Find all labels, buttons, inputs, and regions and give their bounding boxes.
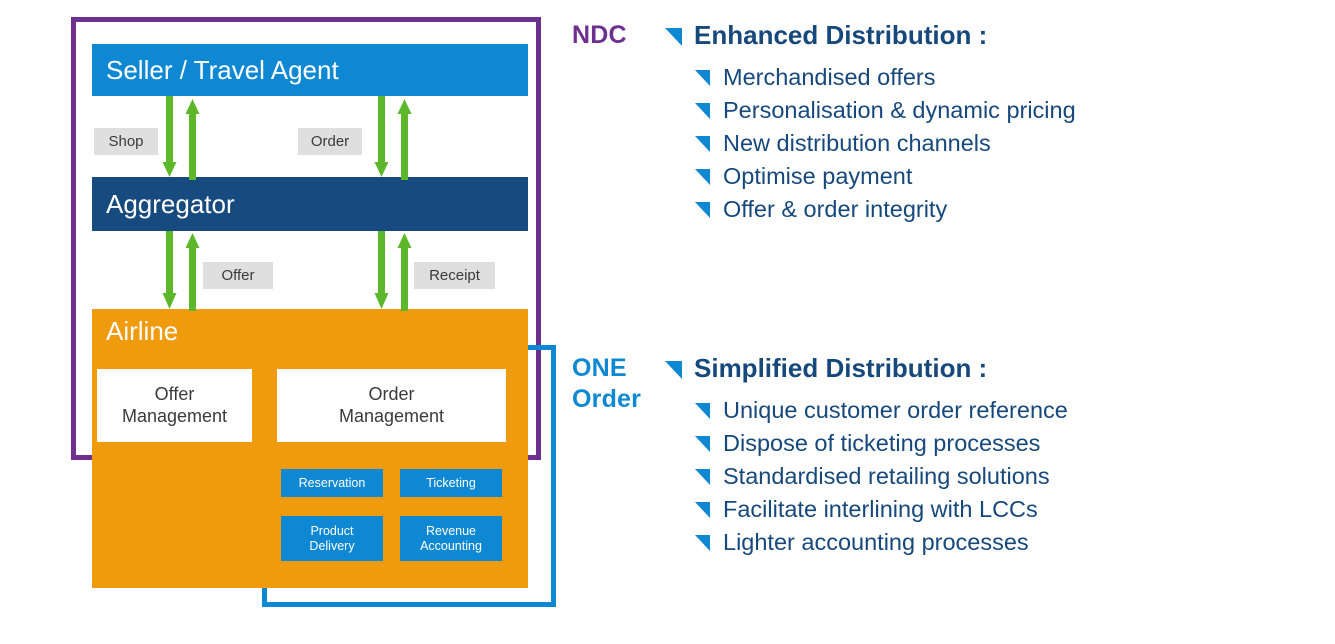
list-item: Offer & order integrity bbox=[695, 194, 1076, 224]
section-one-order-tag-line1: ONE bbox=[572, 354, 627, 382]
capability-product-delivery-line2: Delivery bbox=[309, 538, 355, 553]
bullet-label: Facilitate interlining with LCCs bbox=[723, 496, 1038, 523]
list-item: Lighter accounting processes bbox=[695, 527, 1068, 557]
triangle-arrow-icon bbox=[695, 403, 710, 419]
section-ndc-heading: Enhanced Distribution : bbox=[694, 20, 988, 50]
section-one-order-tag: ONE Order bbox=[572, 353, 641, 414]
bullet-label: New distribution channels bbox=[723, 130, 991, 157]
capability-revenue-accounting-line1: Revenue bbox=[425, 524, 477, 539]
section-ndc-heading-row: Enhanced Distribution : bbox=[665, 20, 987, 51]
arrow-pair-shop bbox=[162, 96, 200, 180]
triangle-arrow-icon bbox=[695, 202, 710, 219]
list-item: New distribution channels bbox=[695, 128, 1076, 158]
process-label-receipt: Receipt bbox=[414, 262, 495, 289]
triangle-arrow-icon bbox=[695, 502, 710, 519]
triangle-arrow-icon bbox=[695, 136, 710, 153]
section-ndc-tag: NDC bbox=[572, 20, 627, 51]
arrow-pair-receipt bbox=[374, 231, 412, 311]
triangle-arrow-icon bbox=[695, 103, 710, 120]
node-aggregator[interactable]: Aggregator bbox=[92, 177, 528, 231]
benefits-panel: NDC Enhanced Distribution : Merchandised… bbox=[565, 0, 1335, 644]
section-one-order-tag-line2: Order bbox=[572, 384, 642, 413]
section-one-order-heading: Simplified Distribution : bbox=[694, 353, 988, 383]
list-item: Standardised retailing solutions bbox=[695, 461, 1068, 491]
capability-revenue-accounting-line2: Accounting bbox=[420, 538, 482, 553]
bullet-label: Merchandised offers bbox=[723, 64, 936, 90]
capability-product-delivery-line1: Product bbox=[310, 524, 354, 539]
bullet-label: Dispose of ticketing processes bbox=[723, 430, 1041, 457]
order-management-box[interactable]: Order Management bbox=[277, 369, 506, 442]
arrow-pair-order bbox=[374, 96, 412, 180]
offer-management-line1: Offer bbox=[154, 383, 195, 404]
triangle-arrow-icon bbox=[695, 535, 710, 552]
section-one-order-heading-row: Simplified Distribution : bbox=[665, 353, 987, 384]
bullet-label: Optimise payment bbox=[723, 163, 913, 190]
section-ndc-tag-line1: NDC bbox=[572, 21, 627, 49]
triangle-arrow-icon bbox=[695, 70, 710, 86]
order-management-line1: Order bbox=[368, 383, 415, 404]
distribution-flow-diagram: Seller / Travel Agent Aggregator Airline… bbox=[0, 0, 580, 644]
list-item: Merchandised offers bbox=[695, 62, 1076, 92]
capability-product-delivery[interactable]: Product Delivery bbox=[281, 516, 383, 561]
triangle-arrow-icon bbox=[695, 436, 710, 453]
process-label-shop: Shop bbox=[94, 128, 158, 155]
list-item: Facilitate interlining with LCCs bbox=[695, 494, 1068, 524]
capability-reservation[interactable]: Reservation bbox=[281, 469, 383, 497]
bullet-label: Personalisation & dynamic pricing bbox=[723, 97, 1076, 124]
process-label-offer: Offer bbox=[203, 262, 273, 289]
process-label-order: Order bbox=[298, 128, 362, 155]
triangle-arrow-icon bbox=[695, 469, 710, 486]
capability-ticketing-line1: Ticketing bbox=[426, 475, 476, 490]
capability-reservation-line1: Reservation bbox=[298, 475, 366, 490]
capability-ticketing[interactable]: Ticketing bbox=[400, 469, 502, 497]
order-management-line2: Management bbox=[338, 405, 445, 426]
node-seller-label: Seller / Travel Agent bbox=[106, 54, 339, 85]
triangle-arrow-icon bbox=[695, 169, 710, 186]
triangle-arrow-icon bbox=[665, 361, 682, 379]
node-aggregator-label: Aggregator bbox=[106, 188, 235, 219]
offer-management-line2: Management bbox=[121, 405, 228, 426]
bullet-label: Offer & order integrity bbox=[723, 196, 948, 223]
triangle-arrow-icon bbox=[665, 28, 682, 46]
section-ndc-bullet-list: Merchandised offers Personalisation & dy… bbox=[695, 62, 1076, 227]
offer-management-box[interactable]: Offer Management bbox=[97, 369, 252, 442]
node-airline-label: Airline bbox=[106, 316, 179, 346]
bullet-label: Unique customer order reference bbox=[723, 397, 1068, 423]
arrow-pair-offer bbox=[162, 231, 200, 311]
capability-revenue-accounting[interactable]: Revenue Accounting bbox=[400, 516, 502, 561]
section-one-order-bullet-list: Unique customer order reference Dispose … bbox=[695, 395, 1068, 560]
list-item: Unique customer order reference bbox=[695, 395, 1068, 425]
bullet-label: Lighter accounting processes bbox=[723, 529, 1029, 556]
list-item: Optimise payment bbox=[695, 161, 1076, 191]
list-item: Personalisation & dynamic pricing bbox=[695, 95, 1076, 125]
list-item: Dispose of ticketing processes bbox=[695, 428, 1068, 458]
bullet-label: Standardised retailing solutions bbox=[723, 463, 1050, 490]
node-seller-travel-agent[interactable]: Seller / Travel Agent bbox=[92, 44, 528, 96]
